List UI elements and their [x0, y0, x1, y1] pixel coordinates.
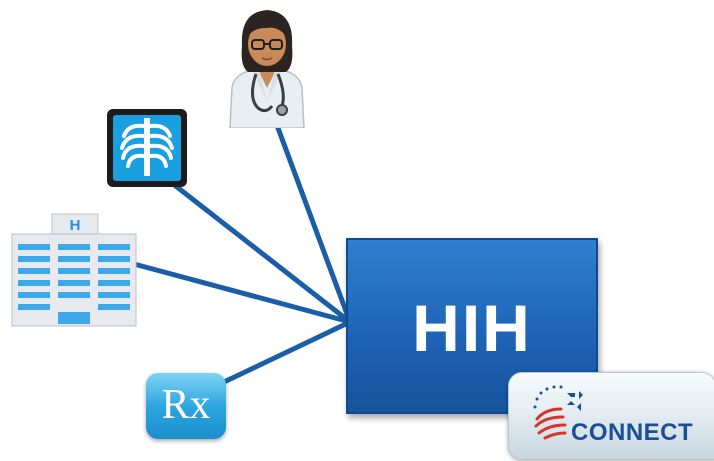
- hih-label: HIH: [412, 291, 532, 365]
- link-doctor: [275, 125, 353, 325]
- doctor-icon: [229, 10, 305, 128]
- hospital-sign: H: [69, 217, 81, 234]
- link-xray: [165, 177, 353, 325]
- link-pharmacy: [221, 319, 353, 385]
- connect-logo-icon: [533, 385, 583, 440]
- connect-label: CONNECT: [571, 419, 694, 446]
- pharmacy-rx-icon: Rx: [146, 373, 226, 439]
- connect-badge: CONNECT: [508, 372, 714, 460]
- link-hospital: [131, 261, 353, 325]
- rx-label: Rx: [161, 382, 211, 428]
- xray-icon: [107, 109, 187, 187]
- hospital-icon: H: [10, 212, 138, 328]
